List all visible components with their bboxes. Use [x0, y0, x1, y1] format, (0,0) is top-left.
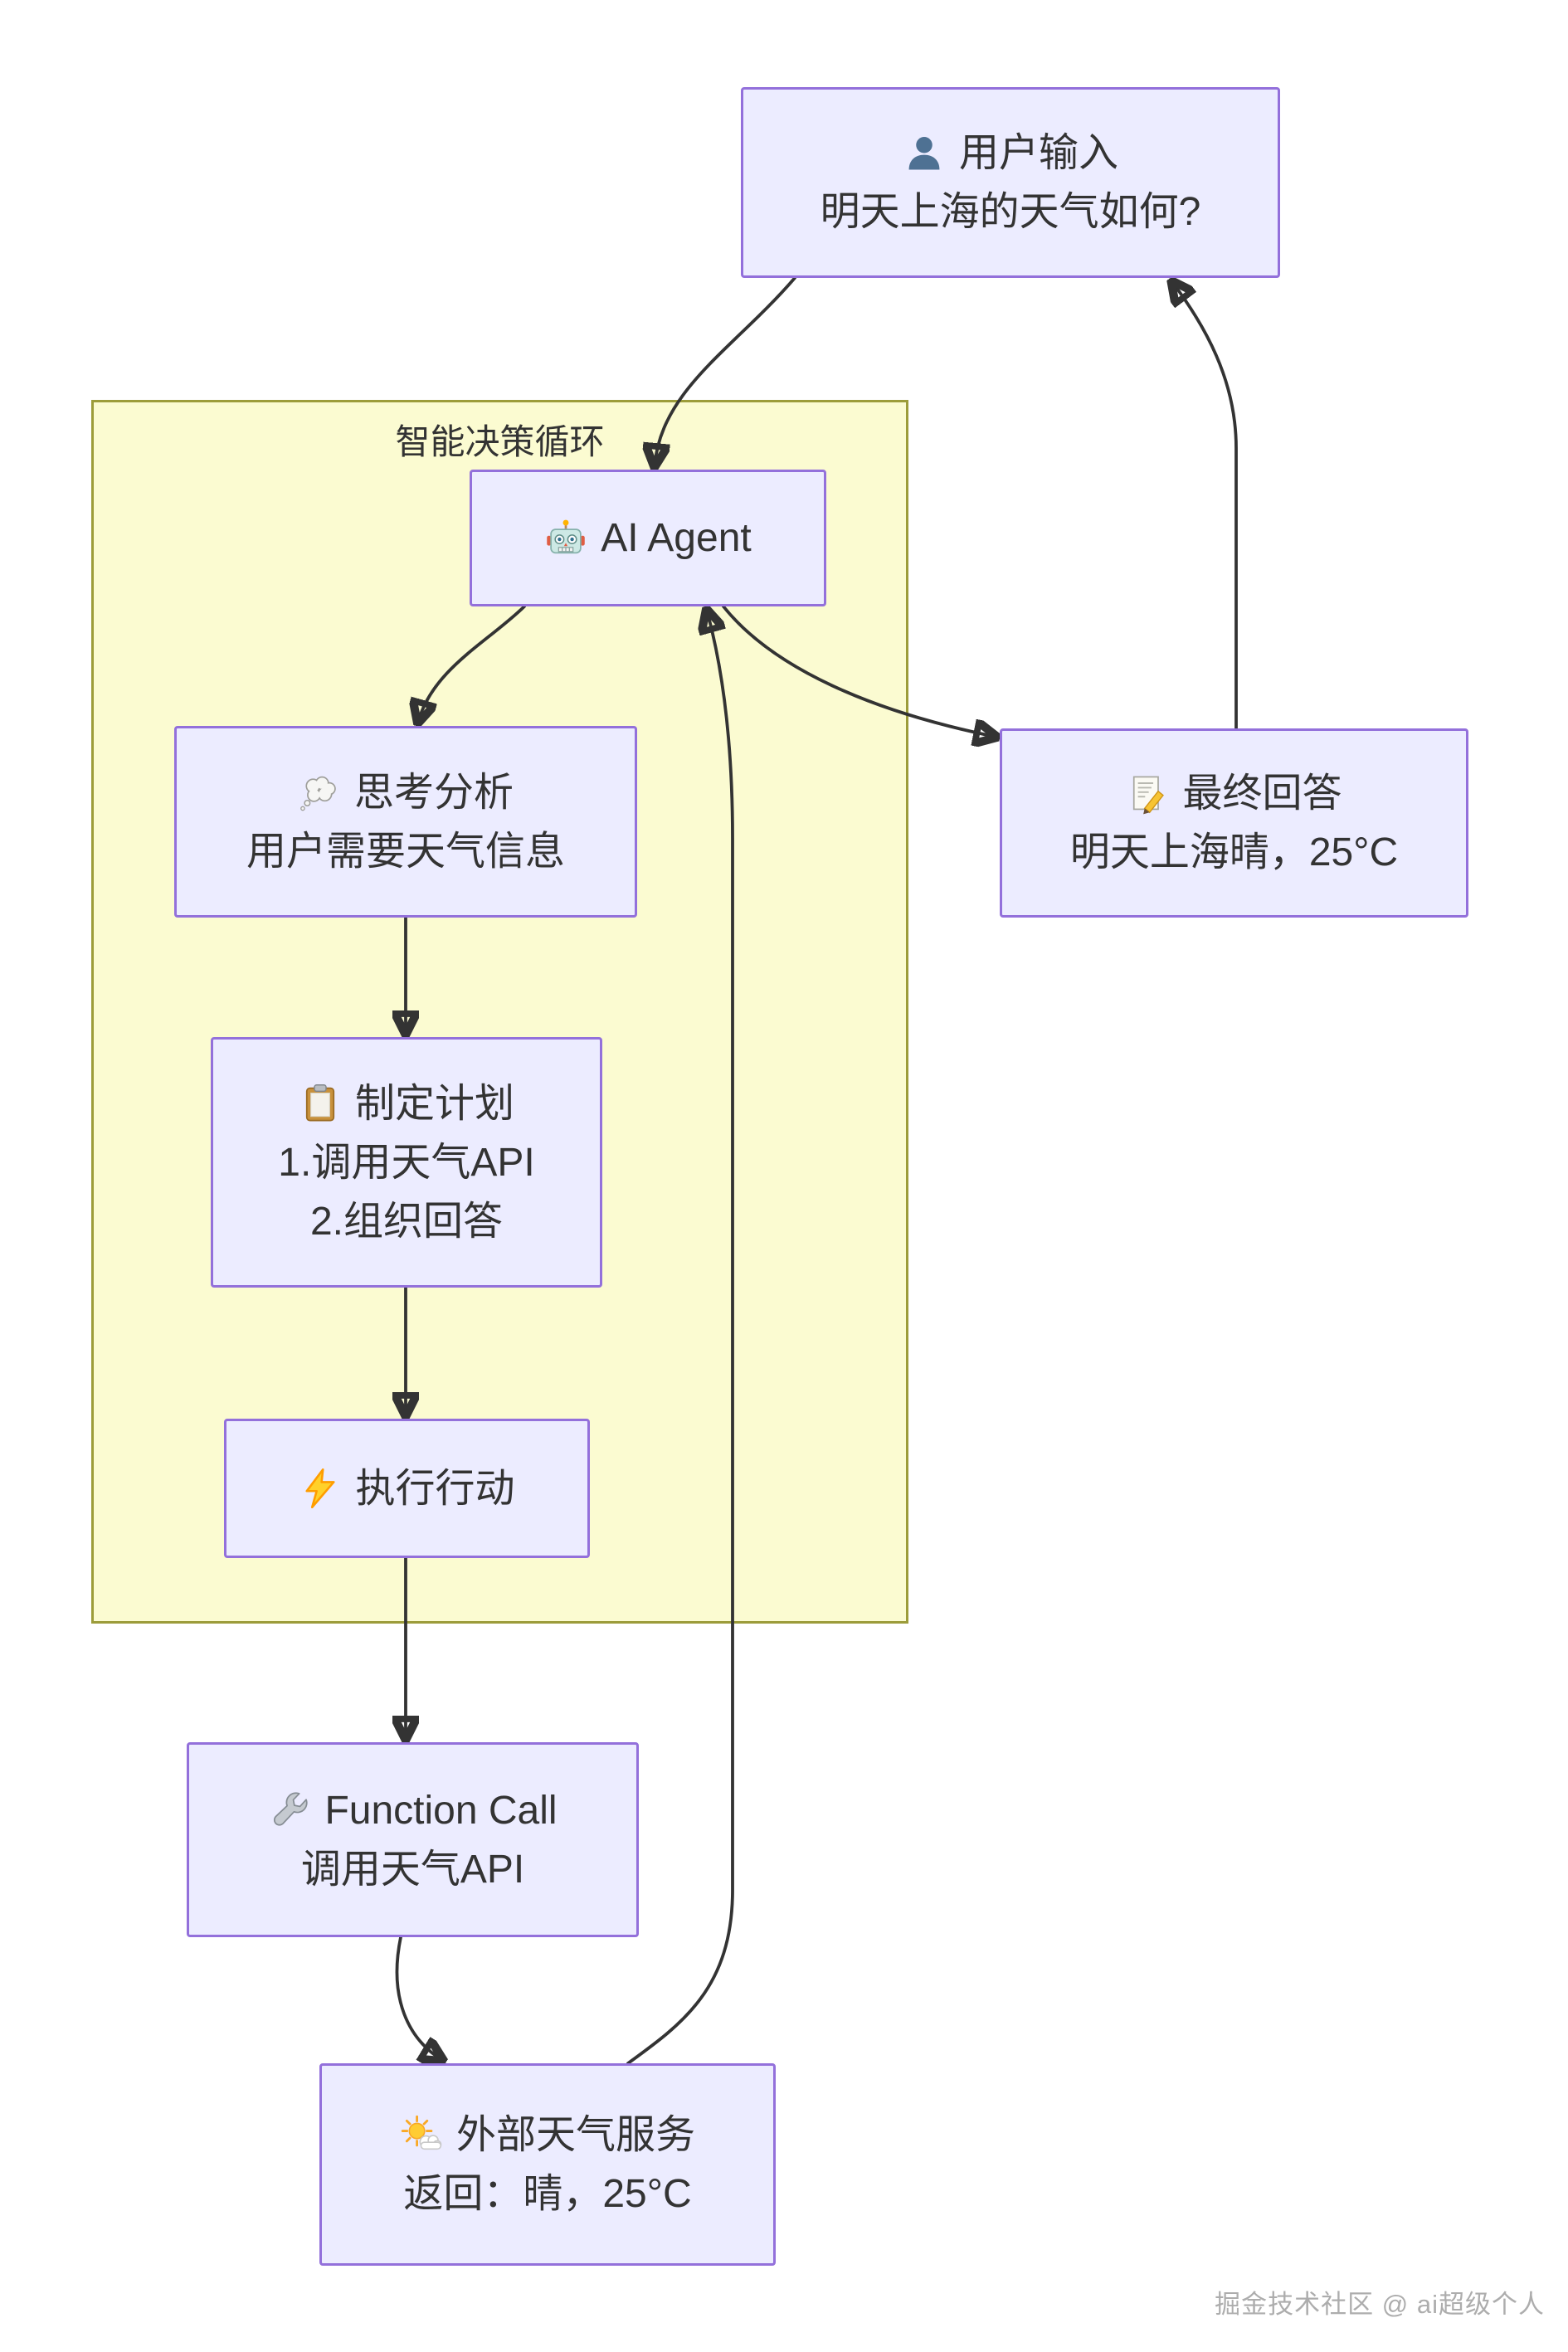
robot-icon [544, 517, 587, 560]
sun-cloud-icon [400, 2114, 443, 2157]
lightning-icon [299, 1467, 342, 1510]
node-ai-agent: AI Agent [470, 470, 826, 606]
node-user-input: 用户输入 明天上海的天气如何? [741, 87, 1280, 278]
node-plan-step2: 2.组织回答 [309, 1199, 504, 1244]
node-weather-service-title: 外部天气服务 [455, 2113, 695, 2157]
node-function-call-title: Function Call [324, 1788, 558, 1833]
edge-final-answer-to-user-input [1172, 282, 1238, 730]
edge-function-call-to-weather [395, 1936, 442, 2060]
edge-agent-to-thinking [418, 605, 526, 722]
node-thinking-text: 用户需要天气信息 [246, 829, 565, 874]
node-user-input-text: 明天上海的天气如何? [820, 190, 1201, 234]
node-plan-title: 制定计划 [354, 1081, 514, 1126]
node-thinking-title: 思考分析 [353, 770, 514, 815]
edge-weather-to-agent [626, 611, 734, 2065]
node-action-title-line: 执行行动 [299, 1459, 515, 1518]
node-thinking-title-line: 思考分析 [298, 763, 514, 822]
node-final-answer-title-line: 最终回答 [1126, 764, 1342, 823]
node-final-answer: 最终回答 明天上海晴，25°C [1000, 728, 1468, 918]
node-weather-service: 外部天气服务 返回：晴，25°C [319, 2063, 776, 2266]
node-action-title: 执行行动 [355, 1466, 515, 1511]
user-icon [903, 132, 946, 175]
node-final-answer-text: 明天上海晴，25°C [1069, 830, 1399, 874]
node-plan-step1: 1.调用天气API [278, 1140, 535, 1185]
node-final-answer-title: 最终回答 [1182, 772, 1342, 816]
node-function-call: Function Call 调用天气API [187, 1742, 639, 1937]
node-weather-service-text: 返回：晴，25°C [403, 2172, 692, 2216]
node-thinking: 思考分析 用户需要天气信息 [174, 726, 637, 918]
node-user-input-title-line: 用户输入 [903, 124, 1118, 183]
node-ai-agent-title: AI Agent [601, 516, 752, 560]
node-ai-agent-title-line: AI Agent [544, 509, 752, 567]
subgraph-title: 智能决策循环 [395, 422, 605, 461]
wrench-icon [268, 1789, 311, 1832]
edge-user-input-to-agent [655, 276, 796, 465]
edge-agent-to-final-answer [722, 605, 996, 737]
clipboard-icon [299, 1082, 342, 1125]
node-user-input-title: 用户输入 [958, 131, 1118, 175]
node-function-call-title-line: Function Call [268, 1781, 558, 1840]
memo-icon [1126, 772, 1169, 816]
watermark: 掘金技术社区 @ ai超级个人 [1215, 2290, 1545, 2319]
node-function-call-text: 调用天气API [300, 1847, 525, 1892]
node-weather-service-title-line: 外部天气服务 [400, 2106, 695, 2165]
thought-cloud-icon [298, 771, 341, 814]
node-action: 执行行动 [224, 1419, 590, 1558]
node-plan-title-line: 制定计划 [299, 1074, 514, 1133]
node-plan: 制定计划 1.调用天气API 2.组织回答 [211, 1037, 602, 1288]
